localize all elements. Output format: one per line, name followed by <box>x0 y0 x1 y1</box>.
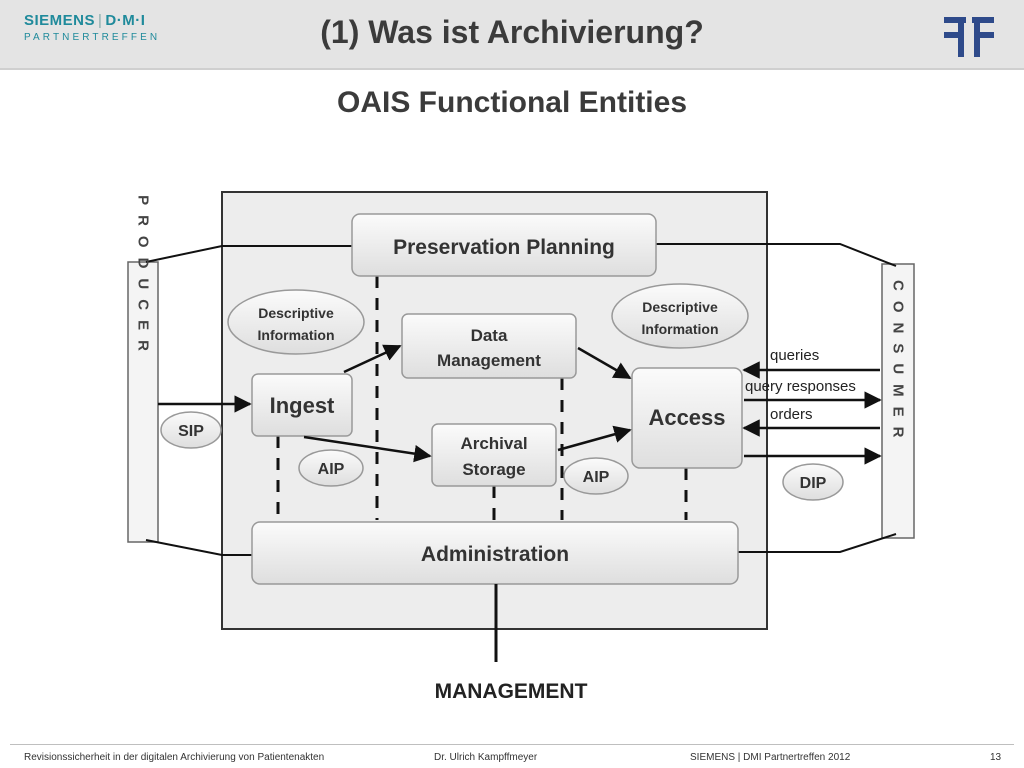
footer-left: Revisionssicherheit in der digitalen Arc… <box>24 752 325 763</box>
data-management-line2: Management <box>437 351 541 370</box>
consumer-top-link <box>656 243 897 267</box>
descriptive-info-right-line1: Descriptive <box>642 299 718 315</box>
query-responses-label: query responses <box>745 378 856 395</box>
consumer-bottom-link <box>738 533 897 553</box>
arrow-ingest-to-data-management <box>343 344 402 374</box>
descriptive-info-left-line2: Information <box>258 327 335 343</box>
page-title: (1) Was ist Archivierung? <box>320 14 704 50</box>
sip-label: SIP <box>178 423 204 440</box>
data-management-line1: Data <box>471 326 508 345</box>
dip-label: DIP <box>800 475 827 492</box>
logo-brand: SIEMENS <box>24 12 96 29</box>
oais-diagram: PRODUCER CONSUMER Preservation Planning … <box>127 191 915 703</box>
producer-panel <box>127 261 159 543</box>
footer-center: Dr. Ulrich Kampffmeyer <box>434 752 538 763</box>
aip-right-label: AIP <box>583 469 610 486</box>
access-label: Access <box>648 405 725 430</box>
logo-subline: PARTNERTREFFEN <box>24 32 161 43</box>
header-bar: SIEMENS|D·M·I PARTNERTREFFEN (1) Was ist… <box>0 0 1024 70</box>
arrow-archival-storage-to-access <box>557 425 632 452</box>
dip-ellipse <box>782 463 844 501</box>
aip-left-ellipse <box>298 449 364 487</box>
descriptive-info-right-ellipse <box>611 283 749 349</box>
descriptive-info-left-line1: Descriptive <box>258 305 334 321</box>
sip-ellipse <box>160 411 222 449</box>
producer-bottom-link <box>145 539 252 556</box>
footer-divider <box>10 744 1014 745</box>
ingest-box <box>251 373 353 437</box>
orders-label: orders <box>770 406 813 423</box>
archival-storage-box <box>431 423 557 487</box>
aip-right-ellipse <box>563 457 629 495</box>
management-label: MANAGEMENT <box>435 680 588 703</box>
access-box <box>631 367 743 469</box>
archival-storage-line2: Storage <box>462 460 525 479</box>
descriptive-info-right-line2: Information <box>642 321 719 337</box>
producer-top-link <box>145 245 352 263</box>
aip-left-label: AIP <box>318 461 345 478</box>
archival-storage-line1: Archival <box>460 434 527 453</box>
footer-right: SIEMENS | DMI Partnertreffen 2012 <box>690 752 851 763</box>
logo-suffix: D·M·I <box>105 12 146 29</box>
diagram-subtitle: OAIS Functional Entities <box>336 86 688 119</box>
page-number: 13 <box>990 752 1002 763</box>
ingest-label: Ingest <box>270 393 335 418</box>
consumer-label: CONSUMER <box>890 280 907 448</box>
arrow-ingest-to-archival-storage <box>303 435 432 463</box>
brand-mark-icon <box>944 17 994 57</box>
preservation-planning-label: Preservation Planning <box>393 236 615 259</box>
queries-label: queries <box>770 347 819 364</box>
producer-label: PRODUCER <box>135 195 152 361</box>
descriptive-info-left-ellipse <box>227 289 365 355</box>
data-management-box <box>401 313 577 379</box>
administration-label: Administration <box>421 543 569 566</box>
siemens-dmi-logo: SIEMENS|D·M·I PARTNERTREFFEN <box>24 12 161 43</box>
preservation-planning-box <box>351 213 657 277</box>
consumer-panel <box>881 263 915 539</box>
arrow-data-management-to-access <box>577 346 632 380</box>
